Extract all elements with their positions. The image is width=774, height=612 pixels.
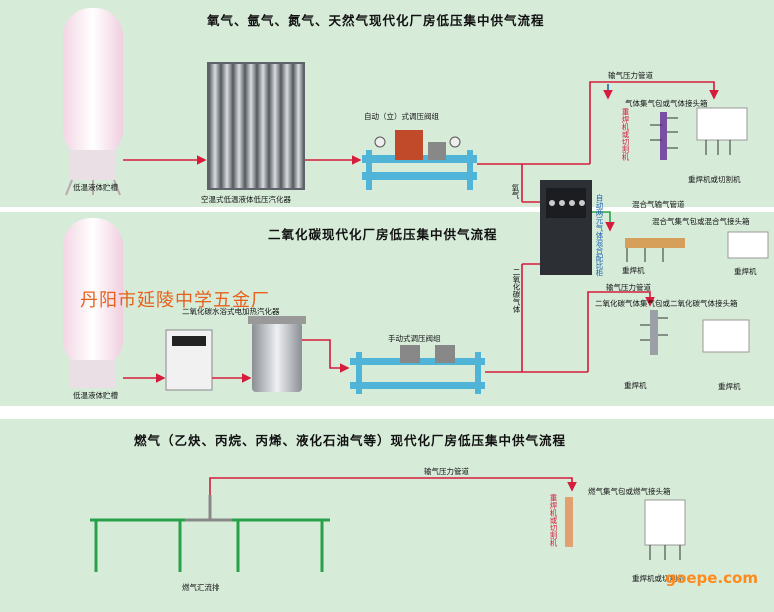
gas-box-label: 燃气集气包或燃气接头箱: [588, 487, 671, 496]
mix-box-label: 混合气集气包或混合气接头箱: [652, 217, 750, 226]
welder1-vlabel: 重焊机或切割机: [621, 108, 630, 161]
welder2b-label: 重焊机: [734, 267, 757, 276]
welder3b-label: 重焊机: [718, 382, 741, 391]
site-logo: goepe.com: [665, 569, 758, 587]
gas-manifold: [90, 495, 330, 572]
box1-label: 气体集气包或气体接头箱: [625, 99, 708, 108]
air-vaporizer: [207, 62, 305, 190]
auto-valve-group: [362, 130, 477, 190]
co2-heater-label: 二氧化碳水浴式电加热汽化器: [182, 307, 280, 316]
cryogenic-tank-2: [63, 218, 123, 388]
mixer-vlabel: 自动两元气体混合配比柜: [595, 194, 604, 277]
co2-heater: [165, 316, 306, 392]
co2-box-label: 二氧化碳气体集气包或二氧化碳气体接头箱: [595, 299, 738, 308]
welder3-label: 重焊机: [624, 381, 647, 390]
mixing-cabinet: [540, 180, 592, 275]
gas-collector-1: [650, 107, 748, 160]
section3-title: 燃气（乙炔、丙烷、丙烯、液化石油气等）现代化厂房低压集中供气流程: [134, 433, 567, 448]
section1-title: 氧气、氩气、氮气、天然气现代化厂房低压集中供气流程: [207, 13, 545, 28]
manifold-label: 燃气汇流排: [182, 583, 220, 592]
section2-title: 二氧化碳现代化厂房低压集中供气流程: [268, 227, 498, 242]
co2-collector: [640, 310, 750, 355]
gas-collector: [565, 497, 686, 560]
pipe3-label: 输气压力管道: [424, 467, 469, 476]
cryogenic-tank-1: [63, 8, 123, 196]
vaporizer-label: 空温式低温液体低压汽化器: [201, 195, 291, 204]
mix-collector: [625, 231, 769, 262]
mix-pipe-label: 混合气输气管道: [632, 200, 685, 209]
welder4-vlabel: 重焊机或切割机: [549, 494, 558, 547]
welder4-label: 重焊机或切割机: [632, 574, 685, 583]
auto-valve-label: 自动（立）式调压阀组: [364, 112, 439, 121]
pipe1-label: 输气压力管道: [608, 71, 653, 80]
co2-vlabel: 二氧化碳气体: [512, 268, 521, 313]
oxygen-vlabel: 氧气: [511, 184, 520, 199]
tank2-label: 低温液体贮槽: [73, 391, 118, 400]
watermark-text: 丹阳市延陵中学五金厂: [80, 290, 270, 311]
welder2-label: 重焊机: [622, 266, 645, 275]
manual-valve-label: 手动式调压阀组: [388, 334, 441, 343]
tank1-label: 低温液体贮槽: [73, 183, 118, 192]
manual-valve-group: [350, 345, 485, 394]
pipe2-label: 输气压力管道: [606, 283, 651, 292]
welder1-label: 重焊机或切割机: [688, 175, 741, 184]
